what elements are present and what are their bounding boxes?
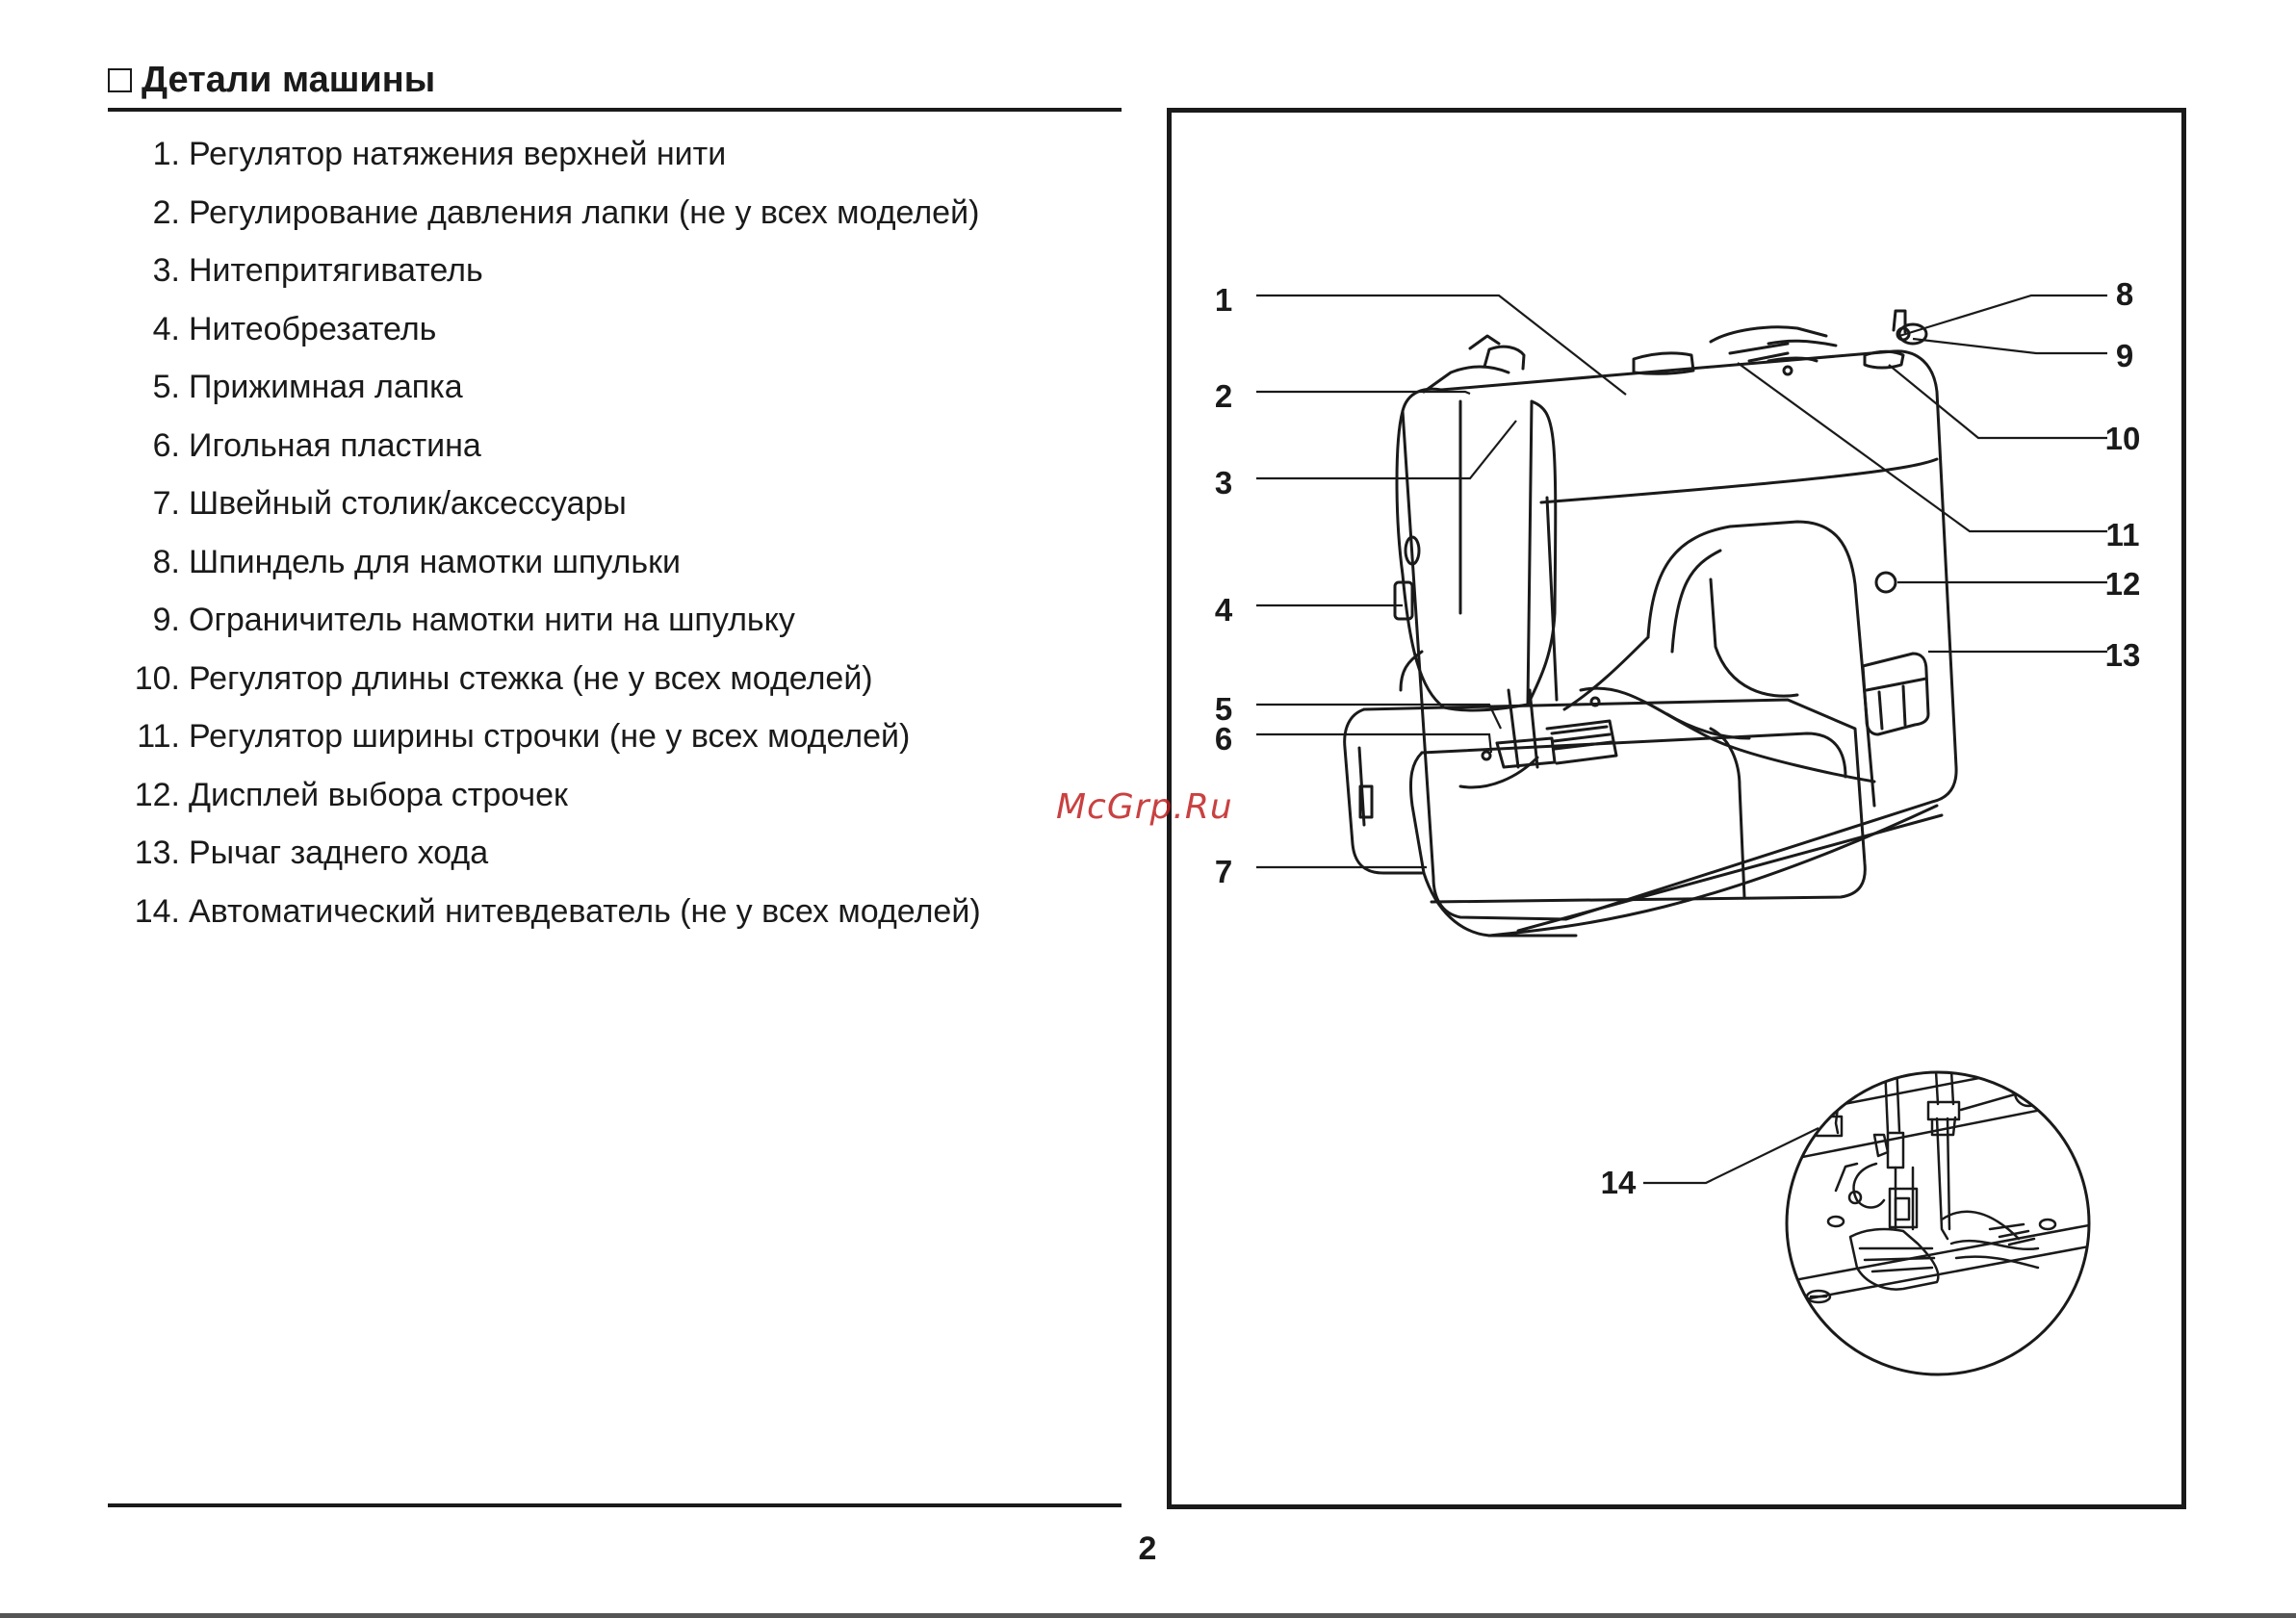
- callout-7: 7: [1215, 854, 1232, 889]
- list-item: 6.Игольная пластина: [125, 419, 981, 477]
- item-number: 9.: [152, 602, 180, 638]
- parts-list: 1.Регулятор натяжения верхней нити 2.Рег…: [125, 127, 981, 942]
- item-number: 11.: [137, 718, 180, 755]
- inset-circle: [1785, 1070, 2091, 1376]
- list-item: 1.Регулятор натяжения верхней нити: [125, 127, 981, 186]
- item-number: 1.: [152, 136, 180, 172]
- top-divider: [108, 108, 1122, 112]
- item-number: 7.: [152, 485, 180, 522]
- list-item: 3.Нитепритягиватель: [125, 244, 981, 302]
- item-label: Регулятор ширины строчки (не у всех моде…: [189, 718, 911, 755]
- callout-10: 10: [2105, 421, 2141, 456]
- list-item: 5.Прижимная лапка: [125, 360, 981, 419]
- item-number: 6.: [152, 426, 180, 464]
- sewing-machine-diagram: 1 2 3 4 5 6 7 8 9 10 11 12 13 14: [1215, 276, 2141, 1376]
- watermark-text: McGrp.Ru: [1056, 787, 1233, 827]
- item-label: Регулятор натяжения верхней нити: [189, 136, 727, 172]
- item-label: Дисплей выбора строчек: [189, 776, 568, 813]
- item-label: Регулирование давления лапки (не у всех …: [189, 193, 980, 231]
- item-number: 12.: [134, 776, 180, 813]
- callout-4: 4: [1215, 592, 1233, 628]
- item-label: Ограничитель намотки нити на шпульку: [189, 602, 795, 638]
- item-number: 8.: [152, 543, 180, 580]
- list-item: 12.Дисплей выбора строчек: [125, 768, 981, 827]
- item-label: Нитепритягиватель: [189, 252, 483, 289]
- callout-leader-lines: [1256, 294, 2107, 1185]
- list-item: 9.Ограничитель намотки нити на шпульку: [125, 593, 981, 652]
- item-label: Нитеобрезатель: [189, 310, 437, 347]
- needle-detail-inset: [1785, 1070, 2091, 1376]
- sewing-machine-illustration: [1343, 309, 1958, 937]
- list-item: 14.Автоматический нитевдеватель (не у вс…: [125, 885, 981, 943]
- callout-labels: 1 2 3 4 5 6 7 8 9 10 11 12 13 14: [1215, 276, 2141, 1200]
- item-number: 13.: [134, 835, 180, 871]
- callout-1: 1: [1215, 282, 1232, 318]
- list-item: 2.Регулирование давления лапки (не у все…: [125, 186, 981, 244]
- list-item: 11.Регулятор ширины строчки (не у всех м…: [125, 709, 981, 768]
- item-label: Регулятор длины стежка (не у всех моделе…: [189, 659, 873, 697]
- callout-12: 12: [2105, 566, 2141, 602]
- item-label: Игольная пластина: [189, 426, 481, 464]
- bottom-divider: [108, 1503, 1122, 1507]
- item-number: 2.: [152, 193, 180, 231]
- list-item: 13.Рычаг заднего хода: [125, 826, 981, 885]
- bottom-edge-band: [0, 1613, 2296, 1618]
- item-label: Автоматический нитевдеватель (не у всех …: [189, 892, 981, 930]
- callout-8: 8: [2116, 276, 2133, 312]
- callout-9: 9: [2116, 338, 2133, 373]
- item-number: 14.: [134, 892, 180, 930]
- machine-diagram-frame: 1 2 3 4 5 6 7 8 9 10 11 12 13 14: [1167, 108, 2186, 1509]
- item-label: Швейный столик/аксессуары: [189, 485, 627, 522]
- item-label: Шпиндель для намотки шпульки: [189, 543, 681, 580]
- callout-3: 3: [1215, 465, 1232, 501]
- callout-14: 14: [1601, 1165, 1637, 1200]
- list-item: 7.Швейный столик/аксессуары: [125, 476, 981, 535]
- item-label: Рычаг заднего хода: [189, 835, 489, 871]
- item-number: 4.: [152, 310, 180, 347]
- checkbox-square-icon: [108, 67, 132, 92]
- section-title: Детали машины: [108, 56, 435, 104]
- callout-2: 2: [1215, 378, 1232, 414]
- callout-13: 13: [2105, 637, 2141, 673]
- list-item: 10.Регулятор длины стежка (не у всех мод…: [125, 652, 981, 710]
- callout-5: 5: [1215, 691, 1232, 727]
- item-label: Прижимная лапка: [189, 369, 463, 405]
- item-number: 10.: [134, 659, 180, 697]
- list-item: 4.Нитеобрезатель: [125, 302, 981, 361]
- item-number: 3.: [152, 252, 180, 289]
- item-number: 5.: [152, 369, 180, 405]
- list-item: 8.Шпиндель для намотки шпульки: [125, 535, 981, 594]
- callout-11: 11: [2106, 517, 2140, 552]
- callout-6: 6: [1215, 721, 1232, 757]
- section-title-text: Детали машины: [142, 60, 436, 100]
- page-number: 2: [1138, 1530, 1157, 1567]
